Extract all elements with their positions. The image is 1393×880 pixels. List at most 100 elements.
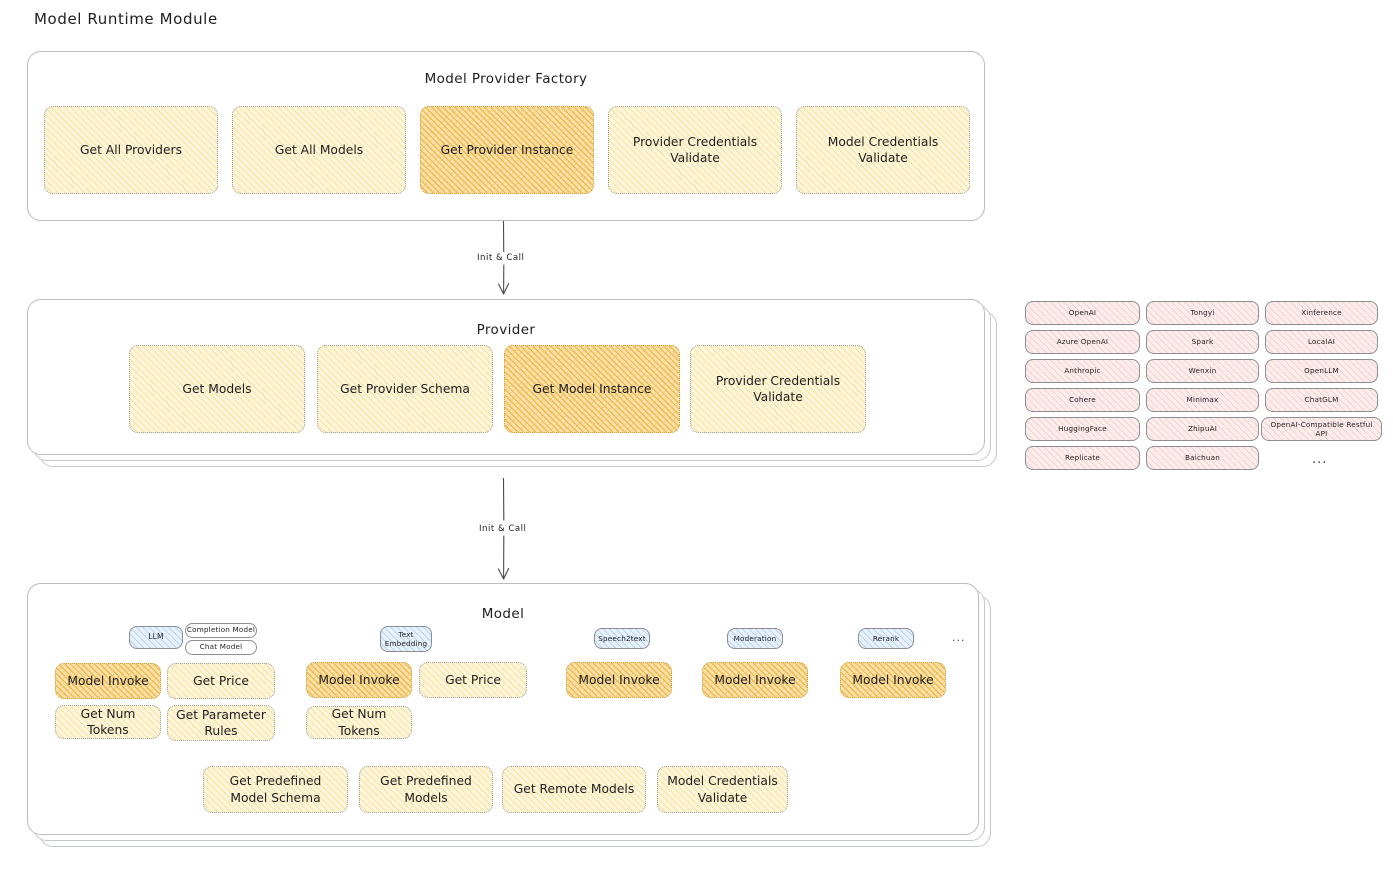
model-op-label: Model Invoke bbox=[578, 672, 660, 687]
provider-pill-minimax[interactable]: Minimax bbox=[1146, 388, 1259, 412]
arrow-provider-to-model bbox=[497, 478, 510, 580]
provider-pill-openai-compatible-restful-api[interactable]: OpenAI-Compatible Restful API bbox=[1261, 417, 1382, 441]
provider-box-label: Get Models bbox=[182, 381, 252, 396]
provider-box-get-model-instance[interactable]: Get Model Instance bbox=[504, 345, 680, 433]
model-op-llm-model-invoke[interactable]: Model Invoke bbox=[55, 663, 161, 699]
model-op-rerank-model-invoke[interactable]: Model Invoke bbox=[840, 662, 946, 698]
model-subtype-label: Completion Model bbox=[186, 625, 256, 635]
factory-box-get-provider-instance[interactable]: Get Provider Instance bbox=[420, 106, 594, 194]
provider-pill-label: OpenLLM bbox=[1304, 366, 1339, 376]
provider-pill-label: Baichuan bbox=[1185, 453, 1220, 463]
provider-box-label: Provider Credentials Validate bbox=[715, 373, 841, 404]
model-type-badge-rerank[interactable]: Rerank bbox=[858, 628, 914, 649]
arrow-label-init-and-call-1: Init & Call bbox=[474, 252, 528, 264]
provider-pill-replicate[interactable]: Replicate bbox=[1025, 446, 1140, 470]
provider-pill-spark[interactable]: Spark bbox=[1146, 330, 1259, 354]
provider-pill-chatglm[interactable]: ChatGLM bbox=[1265, 388, 1378, 412]
model-subtype-chat-model[interactable]: Chat Model bbox=[185, 640, 257, 655]
model-type-label: Text Embedding bbox=[384, 629, 428, 649]
provider-pill-cohere[interactable]: Cohere bbox=[1025, 388, 1140, 412]
model-type-label: LLM bbox=[148, 632, 164, 642]
factory-box-label: Get All Models bbox=[274, 142, 364, 157]
model-op-llm-get-price[interactable]: Get Price bbox=[167, 663, 275, 699]
factory-title: Model Provider Factory bbox=[424, 71, 588, 87]
model-op-label: Model Credentials Validate bbox=[667, 774, 778, 805]
model-op-llm-get-num-tokens[interactable]: Get Num Tokens bbox=[55, 705, 161, 739]
factory-box-label: Get Provider Instance bbox=[440, 142, 574, 157]
factory-box-get-all-models[interactable]: Get All Models bbox=[232, 106, 406, 194]
factory-box-label: Model Credentials Validate bbox=[827, 134, 939, 165]
provider-pill-wenxin[interactable]: Wenxin bbox=[1146, 359, 1259, 383]
model-subtype-label: Chat Model bbox=[199, 642, 243, 652]
model-type-badge-speech2text[interactable]: Speech2text bbox=[594, 628, 650, 649]
model-op-label: Get Num Tokens bbox=[331, 707, 387, 738]
provider-pill-openai[interactable]: OpenAI bbox=[1025, 301, 1140, 325]
model-op-embedding-get-price[interactable]: Get Price bbox=[419, 662, 527, 698]
provider-pill-label: Tongyi bbox=[1190, 308, 1215, 318]
model-op-embedding-model-invoke[interactable]: Model Invoke bbox=[306, 662, 412, 698]
model-op-moderation-model-invoke[interactable]: Model Invoke bbox=[702, 662, 808, 698]
provider-pill-huggingface[interactable]: HuggingFace bbox=[1025, 417, 1140, 441]
model-title: Model bbox=[481, 606, 525, 622]
model-op-label: Get Predefined Models bbox=[380, 774, 472, 805]
provider-box-label: Get Model Instance bbox=[532, 381, 652, 396]
model-op-get-predefined-models[interactable]: Get Predefined Models bbox=[359, 766, 493, 813]
model-op-model-credentials-validate[interactable]: Model Credentials Validate bbox=[657, 766, 788, 813]
provider-pill-baichuan[interactable]: Baichuan bbox=[1146, 446, 1259, 470]
model-type-badge-text-embedding[interactable]: Text Embedding bbox=[380, 626, 432, 652]
model-type-label: Moderation bbox=[733, 633, 777, 643]
provider-pill-openllm[interactable]: OpenLLM bbox=[1265, 359, 1378, 383]
model-op-get-predefined-model-schema[interactable]: Get Predefined Model Schema bbox=[203, 766, 348, 813]
provider-list-more-ellipsis: ... bbox=[1312, 452, 1328, 467]
arrow-label-init-and-call-2: Init & Call bbox=[476, 523, 530, 535]
model-type-label: Speech2text bbox=[598, 633, 646, 643]
model-op-get-remote-models[interactable]: Get Remote Models bbox=[502, 766, 646, 813]
factory-box-get-all-providers[interactable]: Get All Providers bbox=[44, 106, 218, 194]
provider-pill-azure-openai[interactable]: Azure OpenAI bbox=[1025, 330, 1140, 354]
provider-box-label: Get Provider Schema bbox=[340, 381, 470, 396]
provider-title: Provider bbox=[476, 322, 536, 338]
provider-box-get-provider-schema[interactable]: Get Provider Schema bbox=[317, 345, 493, 433]
model-type-badge-llm[interactable]: LLM bbox=[129, 626, 183, 649]
provider-pill-label: Replicate bbox=[1064, 453, 1101, 463]
provider-pill-anthropic[interactable]: Anthropic bbox=[1025, 359, 1140, 383]
provider-pill-xinference[interactable]: Xinference bbox=[1265, 301, 1378, 325]
provider-pill-label: OpenAI bbox=[1068, 308, 1097, 318]
factory-box-model-credentials-validate[interactable]: Model Credentials Validate bbox=[796, 106, 970, 194]
provider-pill-label: Anthropic bbox=[1064, 366, 1101, 376]
provider-pill-label: Cohere bbox=[1069, 395, 1096, 405]
provider-pill-tongyi[interactable]: Tongyi bbox=[1146, 301, 1259, 325]
model-type-label: Rerank bbox=[872, 633, 900, 643]
model-op-llm-get-parameter-rules[interactable]: Get Parameter Rules bbox=[167, 705, 275, 741]
provider-box-get-models[interactable]: Get Models bbox=[129, 345, 305, 433]
factory-box-label: Get All Providers bbox=[79, 142, 182, 157]
provider-pill-localai[interactable]: LocalAI bbox=[1265, 330, 1378, 354]
factory-box-label: Provider Credentials Validate bbox=[632, 134, 758, 165]
provider-pill-label: Minimax bbox=[1186, 395, 1219, 405]
provider-pill-label: ChatGLM bbox=[1304, 395, 1339, 405]
provider-pill-label: Azure OpenAI bbox=[1056, 337, 1109, 347]
model-types-more-ellipsis: ... bbox=[952, 631, 966, 644]
provider-pill-label: LocalAI bbox=[1307, 337, 1336, 347]
provider-pill-zhipuai[interactable]: ZhipuAI bbox=[1146, 417, 1259, 441]
model-op-label: Model Invoke bbox=[714, 672, 796, 687]
factory-box-provider-credentials-validate[interactable]: Provider Credentials Validate bbox=[608, 106, 782, 194]
model-op-label: Model Invoke bbox=[318, 672, 400, 687]
model-op-label: Model Invoke bbox=[67, 673, 149, 688]
model-op-label: Get Price bbox=[445, 672, 501, 687]
provider-pill-label: HuggingFace bbox=[1058, 424, 1107, 434]
provider-box-provider-credentials-validate[interactable]: Provider Credentials Validate bbox=[690, 345, 866, 433]
model-op-speech2text-model-invoke[interactable]: Model Invoke bbox=[566, 662, 672, 698]
provider-pill-label: Xinference bbox=[1301, 308, 1342, 318]
model-op-embedding-get-num-tokens[interactable]: Get Num Tokens bbox=[306, 706, 412, 739]
provider-pill-label: ZhipuAI bbox=[1187, 424, 1218, 434]
page-title: Model Runtime Module bbox=[34, 10, 218, 28]
provider-pill-label: Spark bbox=[1191, 337, 1214, 347]
model-op-label: Model Invoke bbox=[852, 672, 934, 687]
model-subtype-completion-model[interactable]: Completion Model bbox=[185, 623, 257, 638]
model-op-label: Get Parameter Rules bbox=[176, 707, 266, 738]
provider-pill-label: Wenxin bbox=[1188, 366, 1217, 376]
model-op-label: Get Price bbox=[193, 673, 249, 688]
model-type-badge-moderation[interactable]: Moderation bbox=[727, 628, 783, 649]
